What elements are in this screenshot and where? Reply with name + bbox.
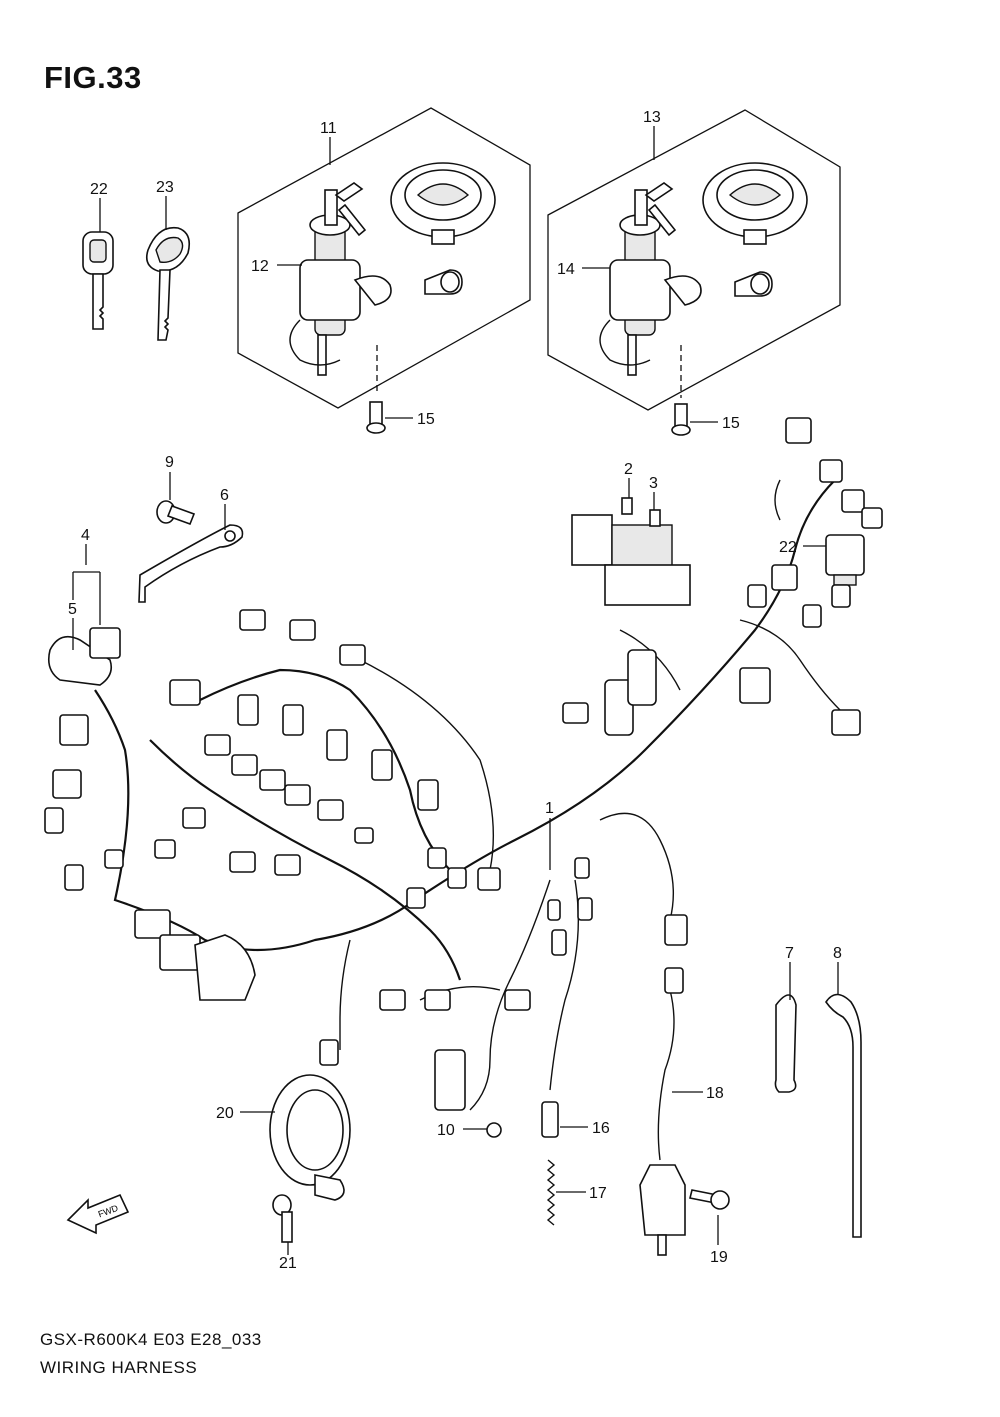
callout-8: 8: [833, 945, 842, 962]
main-harness-1: [94, 479, 841, 1161]
callout-3: 3: [649, 475, 658, 492]
ignition-lock-set-11: [237, 107, 531, 409]
bolt-15-left: [366, 401, 386, 434]
fwd-arrow-icon: FWD: [66, 1193, 130, 1235]
harness-connectors: [44, 417, 883, 1111]
key-23: [82, 231, 114, 330]
callout-5: 5: [68, 601, 77, 618]
callout-6: 6: [220, 487, 229, 504]
sensor-18: [639, 1164, 686, 1256]
ground-wire-10: [486, 1122, 502, 1138]
clamp-7: [774, 994, 797, 1093]
model-code: GSX-R600K4 E03 E28_033: [40, 1330, 262, 1349]
leader-lines: [72, 126, 839, 1255]
callout-19: 19: [710, 1249, 728, 1266]
callout-18: 18: [706, 1085, 724, 1102]
callout-12: 12: [251, 258, 269, 275]
spring-17: [546, 1159, 556, 1226]
callout-2: 2: [624, 461, 633, 478]
callout-17: 17: [589, 1185, 607, 1202]
key-24: [145, 226, 191, 341]
callout-10: 10: [437, 1122, 455, 1139]
callout-15-right: 15: [722, 415, 740, 432]
callout-1: 1: [545, 800, 554, 817]
cable-tie-8: [825, 993, 862, 1238]
ignition-lock-set-13: [547, 109, 841, 411]
relay-22: [825, 534, 865, 586]
horn-20: [269, 1074, 351, 1201]
figure-title: FIG.33: [44, 60, 142, 95]
callout-4: 4: [81, 527, 90, 544]
callout-11: 11: [320, 120, 337, 137]
fuse-box: [571, 497, 691, 606]
switch-16: [541, 1101, 559, 1138]
bolt-21: [272, 1194, 293, 1243]
callout-9: 9: [165, 454, 174, 471]
bolt-9: [156, 500, 196, 526]
bolt-15-right: [671, 403, 691, 436]
callout-20: 20: [216, 1105, 234, 1122]
bolt-19: [689, 1189, 730, 1210]
callout-23: 22: [90, 181, 108, 198]
callout-15-left: 15: [417, 411, 435, 428]
callout-13: 13: [643, 109, 661, 126]
section-name: WIRING HARNESS: [40, 1358, 198, 1377]
callout-22: 22: [779, 539, 797, 556]
callout-14: 14: [557, 261, 575, 278]
callout-7: 7: [785, 945, 794, 962]
callout-24: 23: [156, 179, 174, 196]
callout-16: 16: [592, 1120, 610, 1137]
callout-21: 21: [279, 1255, 297, 1272]
bracket-6: [138, 524, 244, 603]
callout-numbers: 11 13 22 23 12 14 15 15 9 6 4 5 2 3 22 1…: [68, 109, 842, 1272]
